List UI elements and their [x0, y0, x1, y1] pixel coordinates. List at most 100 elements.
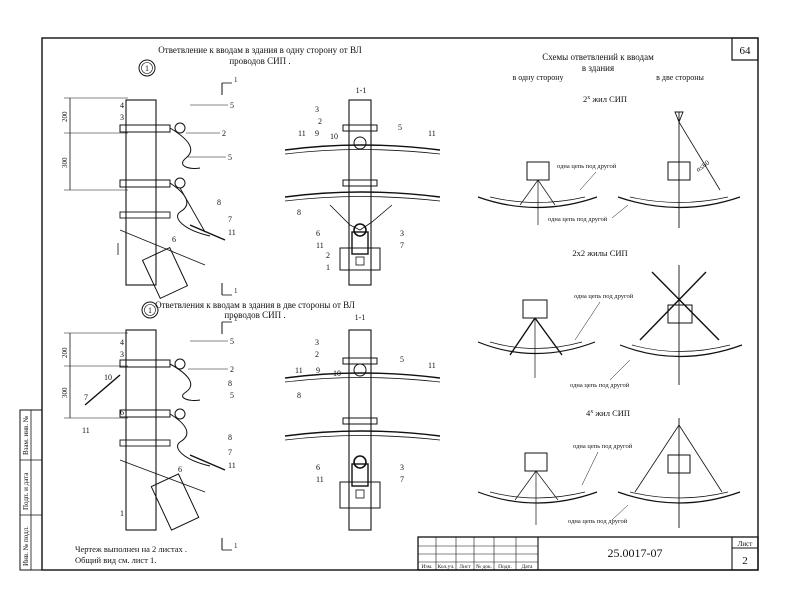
svg-text:6: 6: [316, 463, 320, 472]
row2-title: 2х2 жилы СИП: [572, 248, 627, 258]
schemes-title-line1: Схемы ответвлений к вводам: [542, 52, 654, 62]
section-marks: 1 1 1 1: [221, 76, 238, 551]
tb-header-izm: Изм.: [422, 564, 434, 570]
row3-note-bottom: одна цепь под другой: [568, 518, 628, 525]
svg-text:2: 2: [230, 365, 234, 374]
row1-title: 2х жил СИП: [583, 94, 627, 104]
detail-circle-top-label: 1: [145, 64, 149, 73]
svg-text:200: 200: [61, 347, 69, 358]
svg-text:6: 6: [172, 235, 176, 244]
svg-text:5: 5: [398, 123, 402, 132]
svg-text:3: 3: [400, 463, 404, 472]
svg-text:11: 11: [82, 426, 90, 435]
title-top-line2: проводов СИП .: [229, 56, 290, 66]
corner-box: [731, 37, 759, 61]
svg-text:6: 6: [120, 408, 124, 417]
svg-text:300: 300: [61, 387, 69, 398]
svg-text:8: 8: [228, 379, 232, 388]
svg-text:5: 5: [228, 153, 232, 162]
svg-text:6: 6: [178, 465, 182, 474]
svg-text:6: 6: [316, 229, 320, 238]
svg-text:200: 200: [61, 111, 69, 122]
svg-text:8: 8: [297, 208, 301, 217]
tb-header-list: Лист: [459, 564, 471, 570]
svg-text:5: 5: [230, 101, 234, 110]
stamp-replace-inv: Взам. инв. №: [22, 415, 30, 455]
tb-header-kol: Кол.уч.: [437, 564, 455, 570]
scheme-row2-two-sides: [619, 265, 743, 385]
detail-circle-top: [138, 59, 156, 77]
svg-text:8: 8: [228, 433, 232, 442]
detail-circle-bottom-label: 1: [148, 306, 152, 315]
svg-text:7: 7: [400, 241, 404, 250]
svg-text:11: 11: [428, 361, 436, 370]
svg-text:3: 3: [120, 350, 124, 359]
svg-text:5: 5: [230, 391, 234, 400]
scheme-row1-one-side: [477, 161, 598, 225]
bottom-section-view: 3 2 11 9 10 5 11 8 6 11 3 7: [284, 329, 441, 531]
svg-text:3: 3: [400, 229, 404, 238]
svg-text:11: 11: [428, 129, 436, 138]
svg-text:5: 5: [400, 355, 404, 364]
sheet-frame: [41, 37, 759, 571]
svg-text:2: 2: [315, 350, 319, 359]
schemes-title-line2: в здания: [582, 63, 614, 73]
detail-circle-bottom: [141, 301, 159, 319]
svg-text:11: 11: [228, 228, 236, 237]
corner-number: 64: [740, 45, 752, 57]
scheme-row1-two-sides: α≤60: [617, 111, 741, 228]
section-label-bottom: 1-1: [355, 313, 366, 322]
row3-title: 4х жил СИП: [586, 408, 630, 418]
svg-text:5: 5: [230, 337, 234, 346]
svg-text:4: 4: [120, 101, 124, 110]
row3-note-top: одна цепь под другой: [573, 443, 633, 450]
svg-text:1: 1: [326, 263, 330, 272]
svg-text:11: 11: [316, 475, 324, 484]
svg-text:11: 11: [298, 129, 306, 138]
svg-text:7: 7: [228, 215, 232, 224]
bottom-side-view: 200 300 4 3 5 2 10 8 7 6 11 5 8 7 11 6 1: [61, 329, 236, 531]
svg-text:10: 10: [330, 132, 338, 141]
scheme-row2-one-side: [477, 299, 596, 378]
title-top-line1: Ответвление к вводам в здания в одну сто…: [158, 45, 361, 55]
svg-text:4: 4: [120, 338, 124, 347]
section-label-top: 1-1: [356, 86, 367, 95]
note-line1: Чертеж выполнен на 2 листах .: [75, 544, 187, 554]
svg-text:7: 7: [400, 475, 404, 484]
svg-text:1: 1: [120, 509, 124, 518]
row2-note-top: одна цепь под другой: [574, 293, 634, 300]
svg-text:3: 3: [315, 338, 319, 347]
svg-text:1: 1: [234, 76, 238, 84]
stamp-inv-orig: Инв. № подл.: [22, 526, 30, 566]
tb-header-sign: Подп.: [498, 564, 512, 570]
svg-text:8: 8: [217, 198, 221, 207]
svg-text:300: 300: [61, 157, 69, 168]
doc-number: 25.0017-07: [608, 546, 663, 560]
svg-text:10: 10: [333, 369, 341, 378]
stamp-sign-date: Подп. и дата: [22, 472, 30, 510]
tb-header-doc: № док.: [476, 564, 493, 570]
svg-text:1: 1: [234, 287, 238, 295]
sheet-label: Лист: [738, 540, 753, 548]
note-line2: Общий вид см. лист 1.: [75, 555, 156, 565]
title-bottom-line2: проводов СИП .: [224, 310, 285, 320]
title-bottom-line1: Ответвления к вводам в здания в две стор…: [155, 300, 355, 310]
svg-text:3: 3: [120, 113, 124, 122]
svg-text:2: 2: [222, 129, 226, 138]
svg-text:10: 10: [104, 373, 112, 382]
svg-text:11: 11: [228, 461, 236, 470]
side-stamp: Взам. инв. № Подп. и дата Инв. № подл.: [19, 409, 43, 571]
col-one-side: в одну сторону: [512, 73, 563, 82]
row1-note-bottom: одна цепь под другой: [548, 216, 608, 223]
svg-text:7: 7: [228, 448, 232, 457]
tb-header-date: Дата: [522, 564, 534, 570]
svg-text:7: 7: [84, 393, 88, 402]
sheet-number: 2: [742, 555, 748, 567]
svg-text:8: 8: [297, 391, 301, 400]
svg-text:11: 11: [295, 366, 303, 375]
row1-note-top: одна цепь под другой: [557, 163, 617, 170]
scheme-row3-one-side: [477, 452, 598, 525]
col-two-sides: в две стороны: [656, 73, 704, 82]
row2-note-bottom: одна цепь под другой: [570, 382, 630, 389]
title-block: Изм. Кол.уч. Лист № док. Подп. Дата 25.0…: [417, 536, 759, 571]
